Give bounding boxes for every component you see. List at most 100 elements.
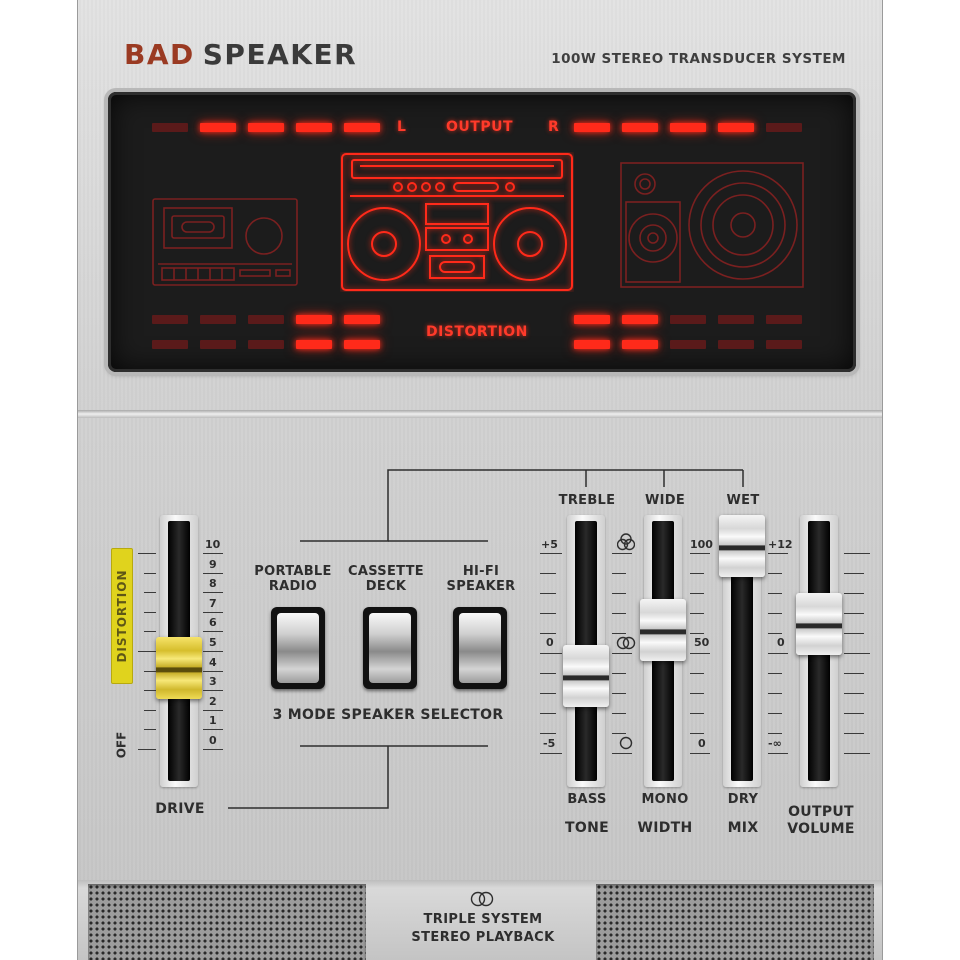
fader-scale-tick — [690, 633, 704, 634]
distortion-meter-segment — [296, 315, 332, 324]
drive-scale-number: 7 — [209, 596, 217, 610]
tone-slider-handle[interactable] — [563, 645, 609, 708]
drive-scale-tick — [144, 631, 156, 633]
width-slider-handle[interactable] — [640, 599, 686, 661]
drive-scale-tick — [203, 670, 223, 672]
product-subtitle: 100W STEREO TRANSDUCER SYSTEM — [551, 51, 846, 67]
fader-scale-tick — [690, 713, 704, 714]
distortion-meter-segment — [766, 340, 802, 349]
mode-hifi-speaker-switch[interactable] — [453, 607, 507, 689]
fader-scale-tick — [540, 693, 556, 694]
drive-scale-tick — [144, 592, 156, 594]
panel-divider — [78, 410, 882, 418]
output-volume-slider-handle[interactable] — [796, 592, 842, 655]
drive-scale-tick — [203, 651, 223, 652]
drive-scale-number: 2 — [209, 694, 217, 708]
drive-scale-number: 0 — [209, 734, 217, 747]
tone-bottom-label: BASS — [567, 792, 607, 807]
output-scale-bot: -∞ — [768, 737, 782, 750]
output-meter-left-segment — [344, 123, 380, 132]
mode-cassette-deck-switch[interactable] — [363, 607, 417, 689]
distortion-meter-segment — [344, 340, 380, 349]
fader-scale-tick — [844, 673, 864, 674]
fader-scale-tick — [540, 673, 556, 674]
width-slider[interactable] — [640, 515, 686, 787]
drive-slider-handle[interactable] — [156, 636, 202, 699]
fader-scale-tick — [768, 693, 782, 694]
width-stereo-icon — [616, 635, 636, 654]
distortion-meter-segment — [574, 340, 610, 349]
fader-scale-tick — [612, 553, 632, 554]
fader-scale-tick — [690, 573, 704, 574]
width-wide-icon — [616, 533, 636, 555]
output-volume-slider[interactable] — [796, 515, 842, 787]
mode-portable-radio-switch[interactable] — [271, 607, 325, 689]
drive-scale-tick — [203, 631, 223, 633]
tone-top-label: TREBLE — [558, 493, 616, 508]
brand-speaker: SPEAKER — [202, 38, 358, 71]
meter-left-label: L — [397, 119, 407, 135]
tone-slider[interactable] — [563, 515, 609, 787]
distortion-meter-segment — [622, 315, 658, 324]
fader-scale-tick — [768, 633, 782, 634]
hifi-speaker-display-icon — [620, 162, 804, 292]
drive-scale-tick — [203, 553, 223, 554]
fader-scale-tick — [768, 653, 788, 654]
distortion-meter-segment — [200, 340, 236, 349]
output-meter-right-segment — [766, 123, 802, 132]
distortion-meter-segment — [344, 315, 380, 324]
width-top-label: WIDE — [644, 493, 686, 508]
fader-scale-tick — [768, 553, 788, 554]
fader-scale-tick — [768, 573, 782, 574]
fader-scale-tick — [612, 573, 626, 574]
fader-scale-tick — [540, 553, 562, 554]
drive-scale-number: 3 — [209, 675, 217, 689]
fader-scale-tick — [844, 753, 870, 754]
brand-bad: BAD — [124, 38, 195, 71]
distortion-meter-segment — [248, 315, 284, 324]
fader-scale-tick — [768, 673, 782, 674]
drive-scale-number: 6 — [209, 616, 217, 630]
mix-slider-handle[interactable] — [719, 515, 765, 577]
fader-scale-tick — [844, 613, 864, 614]
output-meter-right-segment — [718, 123, 754, 132]
tone-scale-bot: -5 — [543, 737, 556, 750]
tone-scale-top: +5 — [541, 538, 558, 551]
mix-scale-bot: 0 — [698, 737, 706, 750]
fader-scale-tick — [540, 753, 562, 754]
drive-scale-number: 5 — [209, 636, 217, 649]
fader-scale-tick — [690, 653, 710, 654]
right-speaker-grille — [596, 884, 874, 960]
fader-scale-tick — [540, 593, 556, 594]
fader-scale-tick — [612, 693, 626, 694]
fader-scale-tick — [844, 693, 864, 694]
output-scale-mid: 0 — [777, 636, 785, 649]
fader-scale-tick — [612, 653, 632, 654]
fader-scale-tick — [690, 593, 704, 594]
output-scale-top: +12 — [768, 538, 793, 551]
fader-scale-tick — [612, 753, 632, 754]
fader-scale-tick — [540, 713, 556, 714]
fader-scale-tick — [540, 613, 556, 614]
distortion-meter-segment — [766, 315, 802, 324]
drive-scale-tick — [144, 611, 156, 613]
drive-scale-tick — [203, 611, 223, 613]
mix-name: MIX — [727, 820, 759, 836]
distortion-meter-segment — [152, 340, 188, 349]
mix-slider[interactable] — [719, 515, 765, 787]
drive-slider[interactable] — [156, 515, 202, 787]
fader-scale-tick — [690, 673, 704, 674]
triple-system-logo-icon — [470, 891, 494, 911]
fader-scale-tick — [844, 633, 864, 634]
output-meter-right-segment — [574, 123, 610, 132]
drive-scale-tick — [138, 553, 156, 554]
tone-scale-mid: 0 — [546, 636, 554, 649]
fader-scale-tick — [844, 713, 864, 714]
output-label: OUTPUT — [446, 119, 513, 135]
fader-scale-tick — [768, 733, 782, 734]
fader-scale-tick — [612, 733, 626, 734]
drive-scale-number: 9 — [209, 557, 217, 571]
drive-scale-tick — [144, 670, 156, 672]
drive-scale-tick — [144, 690, 156, 692]
